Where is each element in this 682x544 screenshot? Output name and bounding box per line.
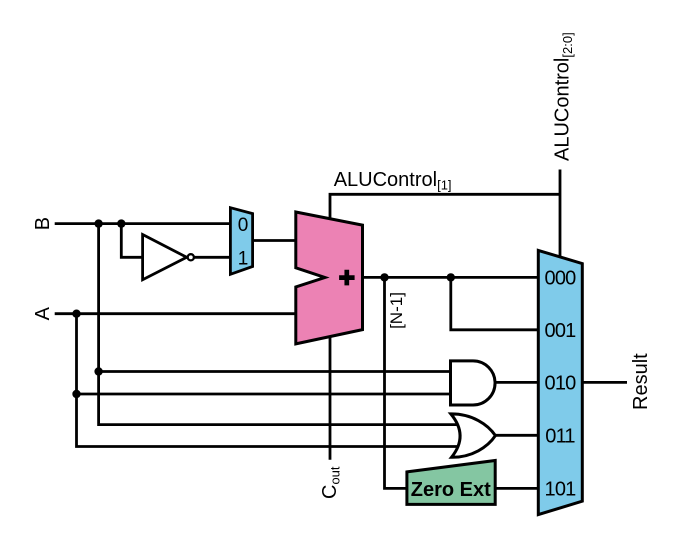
svg-text:Result: Result [630,353,652,410]
svg-text:010: 010 [545,373,577,395]
svg-text:0: 0 [238,215,249,236]
svg-text:001: 001 [545,320,577,342]
svg-text:Zero Ext: Zero Ext [411,479,491,501]
svg-text:B: B [32,217,54,230]
svg-text:A: A [32,306,54,320]
svg-text:ALUControl[2:0]: ALUControl[2:0] [552,32,576,161]
svg-text:[N-1]: [N-1] [387,292,406,329]
svg-text:101: 101 [545,479,577,501]
svg-text:000: 000 [545,268,577,290]
svg-text:011: 011 [545,426,575,448]
svg-text:ALUControl[1]: ALUControl[1] [334,169,452,193]
svg-text:1: 1 [238,248,249,269]
